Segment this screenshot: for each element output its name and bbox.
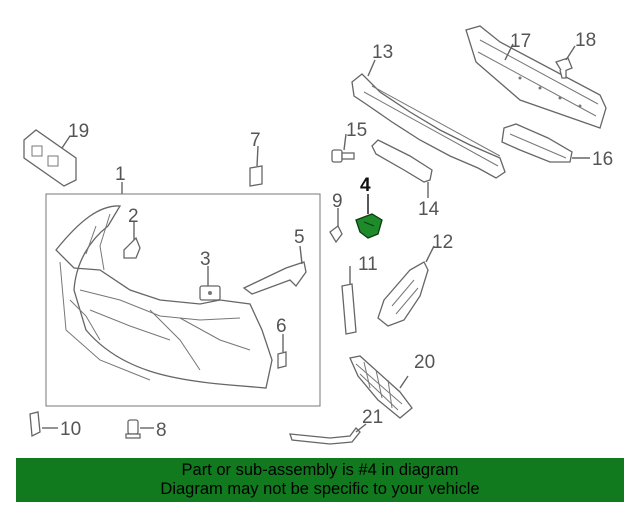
part-19-plate-bracket[interactable]: [23, 129, 77, 187]
part-12-retainer[interactable]: [377, 261, 429, 327]
callout-12: 12: [432, 232, 453, 253]
callout-19: 19: [68, 121, 89, 142]
callout-1: 1: [115, 164, 126, 185]
banner-line-1: Part or sub-assembly is #4 in diagram: [181, 461, 459, 479]
callout-18: 18: [575, 30, 596, 51]
part-10-bracket[interactable]: [29, 411, 41, 438]
callout-11: 11: [358, 254, 378, 275]
callout-15: 15: [346, 120, 367, 141]
callout-16: 16: [592, 149, 613, 170]
part-18-clip[interactable]: [555, 57, 573, 79]
part-7-bracket[interactable]: [249, 165, 263, 187]
part-2-bracket[interactable]: [123, 236, 141, 259]
callout-20: 20: [414, 352, 435, 373]
callout-8: 8: [156, 420, 167, 441]
parts-diagram: 17 18 13 16 15 14 19 7: [23, 25, 613, 445]
part-1-bumper-cover[interactable]: [55, 205, 273, 389]
callout-9: 9: [332, 191, 343, 212]
part-16-bracket[interactable]: [501, 123, 573, 163]
callout-7: 7: [250, 130, 261, 151]
part-21-molding[interactable]: [289, 427, 361, 445]
part-14-strip[interactable]: [371, 139, 433, 183]
part-3-cover[interactable]: [199, 285, 221, 301]
part-1-frame: [45, 193, 321, 407]
banner-line-2: Diagram may not be specific to your vehi…: [160, 480, 480, 498]
callout-3: 3: [200, 249, 211, 270]
callout-4: 4: [360, 175, 371, 196]
callout-13: 13: [372, 42, 393, 63]
callout-14: 14: [418, 199, 440, 220]
part-11-strip[interactable]: [341, 283, 357, 335]
disclaimer-banner: Part or sub-assembly is #4 in diagram Di…: [16, 458, 624, 502]
callout-5: 5: [294, 227, 305, 248]
part-9-clip[interactable]: [329, 225, 343, 244]
part-8-clip[interactable]: [125, 419, 141, 439]
callout-2: 2: [128, 206, 139, 227]
part-13-support[interactable]: [351, 73, 506, 179]
callout-17: 17: [510, 31, 531, 52]
part-17-reinforcement[interactable]: [465, 25, 607, 129]
part-15-bolt[interactable]: [331, 149, 355, 163]
part-4-bracket-highlighted[interactable]: [355, 213, 383, 239]
part-20-grille[interactable]: [349, 355, 413, 419]
part-6-clip[interactable]: [277, 351, 287, 369]
part-5-trim[interactable]: [242, 261, 307, 295]
callout-10: 10: [60, 419, 81, 440]
callout-6: 6: [276, 316, 287, 337]
callout-21: 21: [362, 407, 383, 428]
